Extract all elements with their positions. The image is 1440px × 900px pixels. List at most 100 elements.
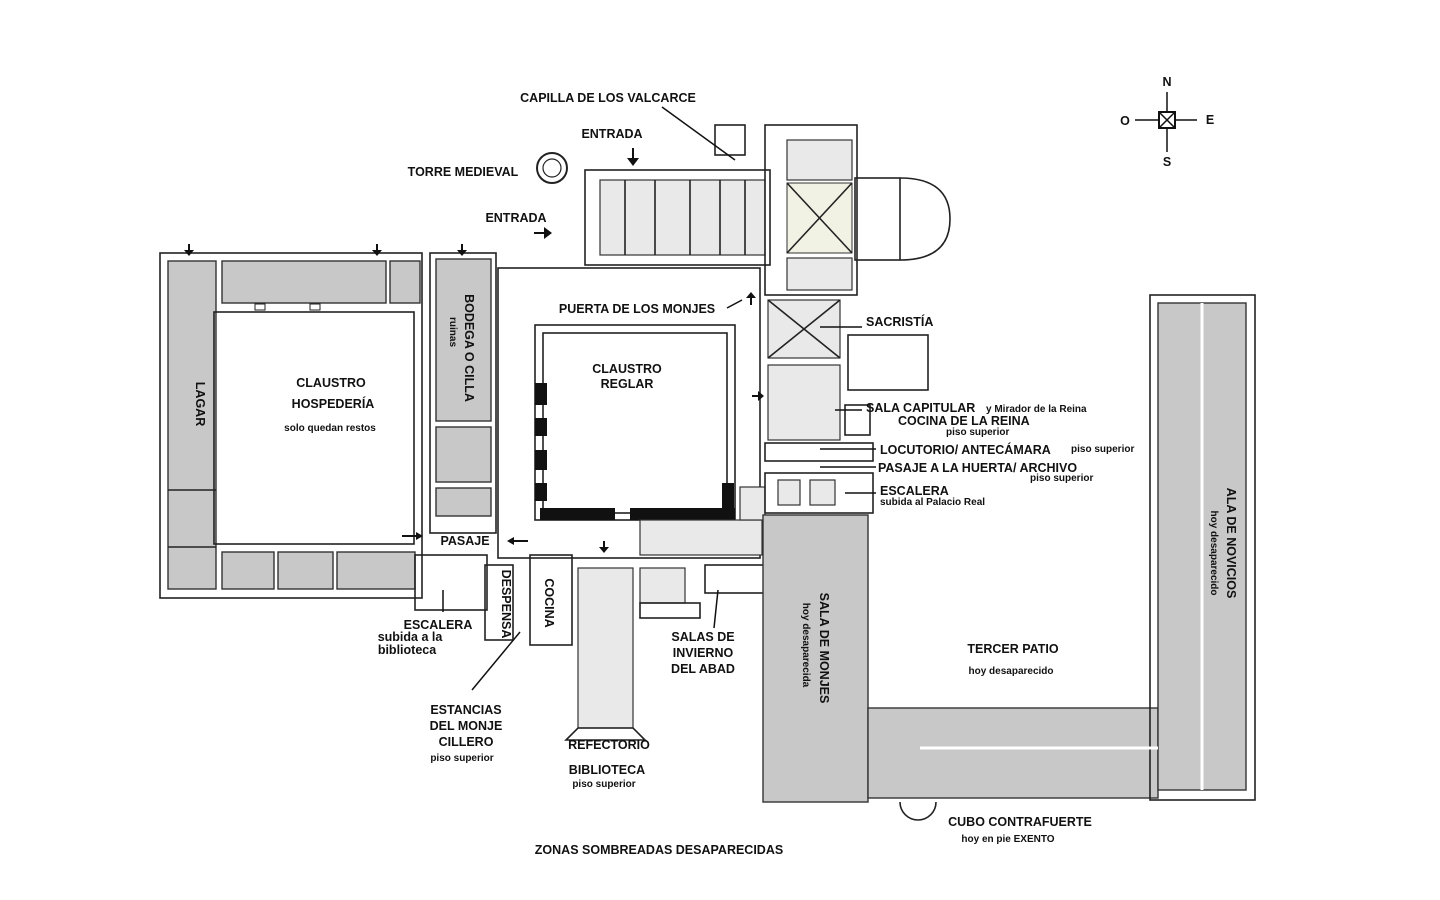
compass-cross xyxy=(1158,111,1176,129)
compass-rose: N S E O xyxy=(1120,75,1214,169)
refectorio-vaults xyxy=(577,567,634,729)
cocina-label: COCINA xyxy=(542,578,556,627)
south-gallery-vault xyxy=(639,519,763,556)
sw-corner-vault xyxy=(739,486,766,521)
locutorio-sub: piso superior xyxy=(1071,444,1134,455)
sacristia-label: SACRISTÍA xyxy=(866,314,933,329)
entrada-top-arrow-icon xyxy=(627,148,639,166)
crossing-rib xyxy=(786,182,853,254)
cloister-buttresses-west xyxy=(535,383,547,501)
south-range-block xyxy=(414,554,766,741)
entrada-left-arrow-icon xyxy=(534,227,552,239)
escalera-left-sub-2: biblioteca xyxy=(378,643,437,657)
entrance-arrows xyxy=(184,148,764,553)
claustro-hosp-label-1: CLAUSTRO xyxy=(296,376,366,390)
claustro-hosp-label-2: HOSPEDERÍA xyxy=(292,396,375,411)
escalera-left-room xyxy=(414,554,488,611)
sala-capitular-label: SALA CAPITULAR xyxy=(866,401,975,415)
sala-capitular-mirador: y Mirador de la Reina xyxy=(986,404,1087,415)
capilla-label: CAPILLA DE LOS VALCARCE xyxy=(520,91,696,105)
claustro-reglar-label-2: REGLAR xyxy=(601,377,654,391)
sala-capitular-room xyxy=(767,364,841,441)
hospederia-block xyxy=(159,252,423,599)
buttress xyxy=(535,383,547,405)
north-range-entrance-arrow-icon xyxy=(372,244,382,256)
buttress xyxy=(722,483,734,508)
estancias-sub: piso superior xyxy=(430,753,493,764)
hospederia-outer-wall xyxy=(159,252,423,599)
refectorio-label: REFECTORIO xyxy=(568,738,650,752)
lagar-entrance-arrow-icon xyxy=(184,244,194,256)
salas-invierno-vault xyxy=(639,567,686,604)
cloister-east-arrow-icon xyxy=(752,391,764,401)
south-range-2 xyxy=(277,551,334,590)
east-range-block xyxy=(764,299,929,514)
leader-lines xyxy=(442,106,876,691)
salas-label-1: SALAS DE xyxy=(671,630,734,644)
compass-east: E xyxy=(1206,113,1214,127)
south-range-1 xyxy=(221,551,275,590)
ala-novicios-sub: hoy desaparecido xyxy=(1208,510,1219,595)
cubo-sub: hoy en pie EXENTO xyxy=(961,834,1054,845)
ala-novicios-outer xyxy=(1149,294,1256,801)
torre-medieval-tower xyxy=(536,152,568,184)
cubo-contrafuerte-shape xyxy=(899,801,937,821)
estancias-label-1: ESTANCIAS xyxy=(430,703,501,717)
tercer-patio-label: TERCER PATIO xyxy=(967,642,1058,656)
bodega-block xyxy=(429,252,497,534)
tercer-patio-sub: hoy desaparecido xyxy=(968,666,1053,677)
claustro-reglar-block xyxy=(497,267,766,559)
north-range-west xyxy=(221,260,387,304)
locutorio-label: LOCUTORIO/ ANTECÁMARA xyxy=(880,442,1051,457)
stair-2 xyxy=(809,479,836,506)
bodega-sub: ruinas xyxy=(447,317,458,347)
south-range-3 xyxy=(336,551,416,590)
transept-outer-wall xyxy=(764,124,858,296)
compass-south: S xyxy=(1163,155,1171,169)
estancias-label-2: DEL MONJE xyxy=(430,719,503,733)
cloister-outer-wall xyxy=(497,267,761,559)
nave-vaults xyxy=(599,179,766,256)
buttress xyxy=(535,450,547,470)
capilla-leader xyxy=(661,106,736,161)
sacristia-rib xyxy=(767,299,841,359)
salas-leader xyxy=(713,589,719,629)
estancias-leader xyxy=(471,631,521,691)
biblioteca-sub: piso superior xyxy=(572,779,635,790)
labels: CAPILLA DE LOS VALCARCE ENTRADA TORRE ME… xyxy=(193,91,1238,857)
bodega-room-3 xyxy=(435,487,492,517)
ala-novicios-label: ALA DE NOVICIOS xyxy=(1224,488,1238,599)
cocina-reina-label: COCINA DE LA REINA xyxy=(898,414,1030,428)
bodega-label: BODEGA O CILLA xyxy=(462,294,476,402)
sacristia-annex xyxy=(847,334,929,391)
sala-monjes-sub: hoy desaparecida xyxy=(800,603,811,688)
lagar-area xyxy=(167,260,217,590)
sala-de-monjes-area xyxy=(762,514,869,803)
entrada-top-label: ENTRADA xyxy=(581,127,642,141)
apse xyxy=(899,177,951,261)
bodega-entrance-arrow-icon xyxy=(457,244,467,256)
cocina-room xyxy=(529,554,573,646)
lagar-label: LAGAR xyxy=(193,382,207,426)
wall-opening xyxy=(309,303,321,311)
claustro-hosp-sub: solo quedan restos xyxy=(284,423,376,434)
east-courtyard-block xyxy=(762,294,1256,821)
claustro-hospederia-court xyxy=(213,311,415,545)
torre-label: TORRE MEDIEVAL xyxy=(408,165,519,179)
nave-outer-wall xyxy=(584,169,771,266)
buttress xyxy=(535,418,547,436)
compass-north: N xyxy=(1162,75,1171,89)
puerta-monjes-leader xyxy=(726,299,743,309)
entrada-left-label: ENTRADA xyxy=(485,211,546,225)
cloister-garth xyxy=(534,324,736,521)
chancel xyxy=(854,177,901,261)
refectorio-apse xyxy=(564,727,647,741)
pasaje-west-arrow-icon xyxy=(402,532,423,540)
salas-label-2: INVIERNO xyxy=(673,646,734,660)
pasaje-east-arrow-icon xyxy=(507,537,528,545)
puerta-monjes-arrow-icon xyxy=(746,292,756,305)
cloister-garth-inner xyxy=(542,332,728,514)
locutorio-room xyxy=(764,442,874,462)
buttress-row xyxy=(540,508,615,520)
